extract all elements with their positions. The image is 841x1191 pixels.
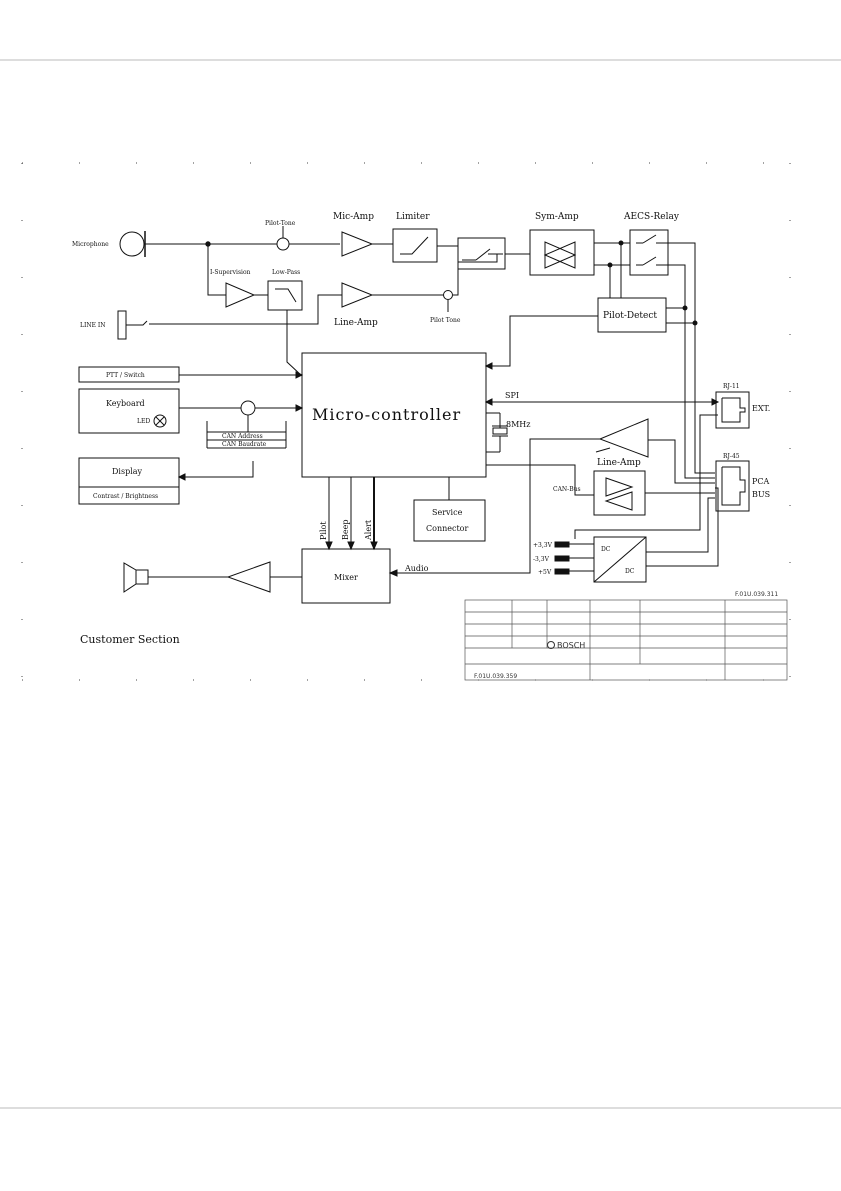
low-pass-block bbox=[267, 280, 303, 311]
title-block-doc-bottom: F.01U.039.359 bbox=[474, 673, 517, 680]
limiter-block bbox=[392, 228, 438, 263]
crystal-icon bbox=[486, 412, 508, 453]
low-pass-label: Low-Pass bbox=[272, 269, 300, 276]
rj11-connector-icon bbox=[715, 391, 750, 429]
pilot-tone-top-icon bbox=[276, 226, 290, 251]
aecs-relay-block bbox=[629, 229, 669, 276]
line-amp-1-label: Line-Amp bbox=[334, 318, 378, 328]
rj45-connector-icon bbox=[715, 460, 750, 512]
can-bus-label: CAN-Bus bbox=[553, 486, 581, 493]
display-box bbox=[78, 457, 180, 505]
line-amp-2-label: Line-Amp bbox=[597, 458, 641, 468]
microphone-icon bbox=[119, 231, 146, 257]
pca-label: PCA bbox=[752, 477, 770, 486]
rj45-label: RJ-45 bbox=[723, 453, 740, 460]
dc-dc-converter-block bbox=[593, 536, 647, 583]
beep-label: Beep bbox=[341, 520, 350, 540]
service-connector-label-2: Connector bbox=[426, 524, 468, 533]
ptt-switch-label: PTT / Switch bbox=[106, 372, 145, 379]
pilot-detect-block bbox=[597, 297, 667, 333]
can-bus-transceiver-block bbox=[593, 470, 646, 516]
line-in-label: LINE IN bbox=[80, 322, 106, 329]
junction-dot bbox=[682, 305, 688, 311]
mic-amp-label: Mic-Amp bbox=[333, 212, 374, 222]
service-connector-label-1: Service bbox=[432, 508, 463, 517]
pilot-detect-label: Pilot-Detect bbox=[603, 311, 657, 321]
pilot-label: Pilot bbox=[319, 521, 328, 540]
display-label: Display bbox=[112, 467, 143, 476]
keyboard-label: Keyboard bbox=[106, 399, 145, 408]
output-amp-symbol bbox=[226, 561, 271, 593]
sym-amp-label: Sym-Amp bbox=[535, 212, 579, 222]
speaker-icon bbox=[123, 562, 149, 593]
led-icon bbox=[153, 414, 167, 428]
can-baudrate-label: CAN Baudrate bbox=[222, 441, 267, 448]
audio-switch-block bbox=[457, 237, 506, 270]
alert-label: Alert bbox=[364, 519, 373, 541]
line-amp-2-symbol bbox=[598, 418, 649, 458]
bosch-logo-icon bbox=[547, 641, 555, 649]
title-block bbox=[464, 599, 788, 681]
can-address-label: CAN Address bbox=[222, 433, 263, 440]
i-supervision-amp-symbol bbox=[225, 282, 256, 308]
plus-5v-label: +5V bbox=[538, 569, 552, 576]
line-in-jack-icon bbox=[117, 310, 148, 340]
bosch-logo-text: BOSCH bbox=[557, 641, 585, 650]
spi-label: SPI bbox=[505, 391, 519, 400]
can-address-selector-icon bbox=[240, 400, 256, 416]
line-amp-symbol bbox=[341, 282, 374, 308]
pilot-tone-top-label: Pilot-Tone bbox=[265, 220, 296, 227]
mic-amp-symbol bbox=[341, 231, 374, 257]
audio-label: Audio bbox=[404, 564, 429, 573]
service-connector-box bbox=[413, 499, 486, 542]
led-label: LED bbox=[137, 418, 150, 425]
minus-3v3-label: -3,3V bbox=[533, 556, 550, 563]
mixer-label: Mixer bbox=[334, 573, 358, 582]
rj11-label: RJ-11 bbox=[723, 383, 740, 390]
pilot-tone-bottom-label: Pilot Tone bbox=[430, 317, 461, 324]
aecs-relay-label: AECS-Relay bbox=[623, 212, 680, 222]
i-supervision-label: I-Supervision bbox=[210, 269, 251, 276]
title-block-doc-top: F.01U.039.311 bbox=[735, 591, 778, 598]
junction-dot bbox=[692, 320, 698, 326]
ext-label: EXT. bbox=[752, 404, 770, 413]
microcontroller-label: Micro-controller bbox=[312, 405, 461, 424]
bus-label: BUS bbox=[752, 490, 770, 499]
customer-section-label: Customer Section bbox=[80, 633, 180, 646]
sym-amp-block bbox=[529, 229, 595, 276]
dc-out-label: DC bbox=[625, 568, 635, 575]
power-terminals-icon bbox=[554, 541, 570, 575]
microphone-label: Microphone bbox=[72, 241, 109, 248]
keyboard-box bbox=[78, 388, 180, 434]
dc-in-label: DC bbox=[601, 546, 611, 553]
pilot-tone-bottom-icon bbox=[443, 290, 453, 312]
mixer-block bbox=[301, 548, 391, 604]
microcontroller-block bbox=[301, 352, 487, 478]
clock-label: 8MHz bbox=[506, 420, 530, 429]
limiter-label: Limiter bbox=[396, 212, 430, 222]
plus-3v3-label: +3,3V bbox=[533, 542, 553, 549]
contrast-brightness-label: Contrast / Brightness bbox=[93, 493, 158, 500]
